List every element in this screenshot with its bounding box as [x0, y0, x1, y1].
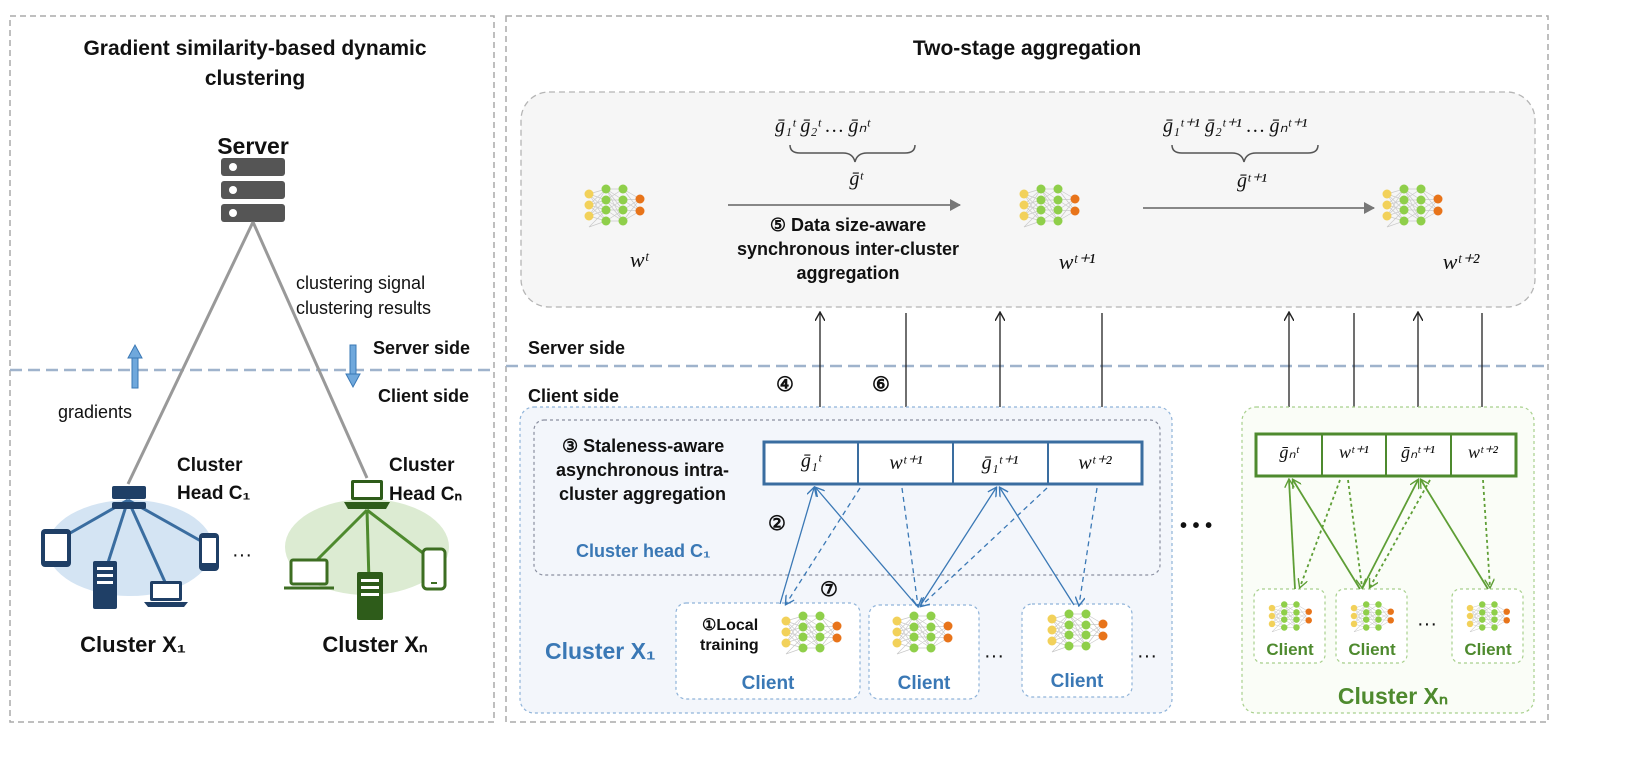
xn-buffer-cell-2: wᵗ⁺¹ [1339, 442, 1369, 462]
cluster-head-c1-caption: Cluster head C₁ [576, 541, 711, 561]
left-server-side-label: Server side [373, 338, 471, 358]
local-training-line1: ①Local [702, 617, 759, 634]
xn-clients-ellipsis: ··· [1417, 613, 1437, 635]
xn-buffer-cell-1: ḡₙᵗ [1279, 442, 1299, 462]
right-cluster-x1-label: Cluster X₁ [545, 638, 656, 664]
phone-green-icon [421, 547, 447, 591]
desktop-tower-green-icon [357, 572, 383, 620]
step3-line1: ③ Staleness-aware [562, 436, 725, 456]
aggregated-gradient-t: ḡᵗ [849, 168, 863, 190]
step3-line3: cluster aggregation [559, 484, 727, 504]
server-stage-box [520, 91, 1536, 308]
left-cluster-xn-label: Cluster Xₙ [322, 632, 428, 657]
right-panel-frame [505, 15, 1549, 723]
clients-ellipsis-2: ··· [1137, 645, 1157, 667]
brace-gt [789, 144, 916, 163]
intra-cluster-arrows [779, 488, 1098, 606]
client-label-3: Client [1050, 671, 1104, 692]
xn-intra-arrows [1289, 480, 1490, 590]
tablet-icon [41, 529, 71, 567]
left-ellipsis: ··· [232, 544, 252, 566]
cluster-head-cn-word: Cluster [389, 455, 455, 476]
server-label: Server [217, 133, 289, 159]
step4-marker: ④ [776, 374, 794, 396]
cluster-head-c1-word: Cluster [177, 455, 243, 476]
local-training-line2: training [700, 637, 759, 654]
model-wt-label: wᵗ [629, 247, 649, 272]
upload-arrow-icon [127, 343, 143, 389]
right-cluster-xn-label: Cluster Xₙ [1337, 683, 1449, 709]
cluster-x1-area [47, 500, 213, 596]
laptop-icon [144, 581, 188, 607]
clients-ellipsis-1: ··· [984, 645, 1004, 667]
step6-marker: ⑥ [872, 374, 890, 396]
gradient-list-t: ḡ₁ᵗ ḡ₂ᵗ … ḡₙᵗ [775, 115, 870, 137]
left-panel-frame [9, 15, 495, 723]
cluster-head-c1-label: Head C₁ [177, 483, 251, 504]
step5-line3: aggregation [796, 263, 900, 283]
clustering-results-label: clustering results [296, 298, 432, 318]
desktop-tower-icon [93, 561, 117, 609]
gradient-list-t1: ḡ₁ᵗ⁺¹ ḡ₂ᵗ⁺¹ … ḡₙᵗ⁺¹ [1163, 115, 1308, 137]
xn-client-label-3: Client [1464, 640, 1512, 659]
cluster-head-c1-icon [112, 486, 146, 509]
xn-client-label-2: Client [1348, 640, 1396, 659]
aggregated-gradient-t1: ḡᵗ⁺¹ [1237, 170, 1267, 192]
clustering-signal-label: clustering signal [296, 273, 426, 293]
server-link-cn [251, 221, 369, 479]
right-client-side-label: Client side [528, 386, 620, 406]
buffer-cell-3: ḡ₁ᵗ⁺¹ [981, 452, 1019, 474]
left-cluster-x1-label: Cluster X₁ [80, 632, 186, 657]
step5-line2: synchronous inter-cluster [736, 239, 960, 259]
server-link-c1 [126, 221, 255, 485]
laptop-outline-icon [284, 558, 334, 590]
gradients-label: gradients [58, 402, 133, 422]
step2-marker: ② [768, 513, 786, 535]
left-title-line2: clustering [204, 67, 306, 90]
buffer-cell-2: wᵗ⁺¹ [889, 452, 923, 474]
model-wt2-label: wᵗ⁺² [1442, 249, 1480, 274]
cluster-head-cn-icon [344, 480, 390, 509]
cluster-head-cn-label: Head Cₙ [389, 484, 463, 505]
xn-client-label-1: Client [1266, 640, 1314, 659]
server-icon [221, 158, 285, 222]
cluster-head-c1-region [533, 419, 1161, 576]
client-label-1: Client [741, 673, 795, 694]
buffer-cell-1: ḡ₁ᵗ [800, 450, 822, 472]
brace-gt1 [1171, 144, 1319, 163]
phone-icon [199, 533, 219, 571]
left-title-line1: Gradient similarity-based dynamic [83, 37, 427, 60]
step7-marker: ⑦ [820, 579, 838, 601]
step5-line1: ⑤ Data size-aware [769, 215, 927, 235]
buffer-cell-4: wᵗ⁺² [1078, 452, 1112, 474]
client-label-2: Client [897, 673, 951, 694]
model-wt1-label: wᵗ⁺¹ [1058, 249, 1096, 274]
left-client-side-label: Client side [378, 386, 470, 406]
download-arrow-icon [345, 344, 361, 389]
right-server-side-label: Server side [528, 338, 626, 358]
right-title: Two-stage aggregation [912, 37, 1142, 60]
step3-line2: asynchronous intra- [556, 460, 730, 480]
xn-buffer-cell-4: wᵗ⁺² [1468, 442, 1498, 462]
clusters-ellipsis: • • • [1180, 515, 1213, 537]
xn-buffer-cell-3: ḡₙᵗ⁺¹ [1400, 442, 1436, 462]
